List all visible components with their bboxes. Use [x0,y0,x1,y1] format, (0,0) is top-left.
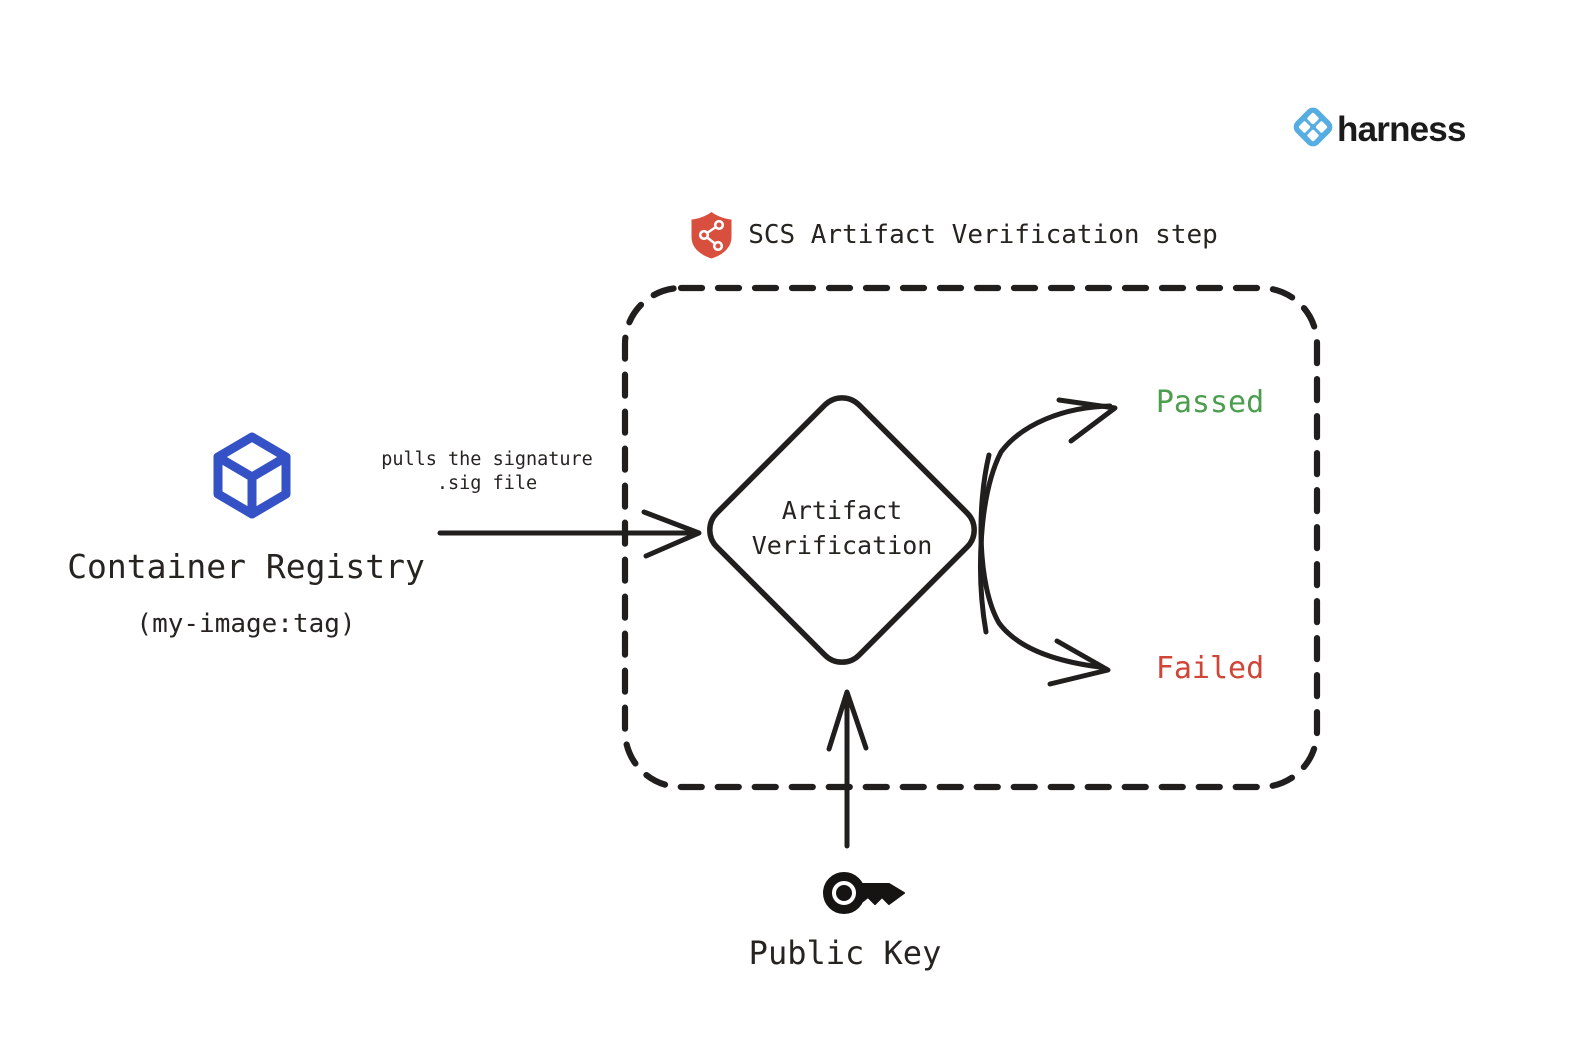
pull-edge-label-line2: .sig file [437,473,537,494]
artifact-verification-decision: Artifact Verification [707,395,977,665]
decision-label-line1: Artifact [782,496,902,525]
supply-chain-shield-icon [691,212,732,259]
harness-logo: harness [1293,107,1467,149]
step-header: SCS Artifact Verification step [691,212,1218,259]
pull-edge-label-line1: pulls the signature [381,449,593,470]
harness-wordmark: harness [1337,110,1466,149]
harness-logo-hole [1307,129,1319,142]
key-icon [823,872,905,914]
decision-diamond [707,395,977,665]
shield-graph-node [712,240,724,252]
cube-inner-edges [213,452,291,519]
outcome-failed-label: Failed [1156,651,1264,686]
shield-graph-node [698,229,710,241]
passed-branch-curve [978,403,1113,635]
key-shaft [860,883,905,905]
decision-label-line2: Verification [752,531,933,560]
harness-logo-diamond [1293,107,1333,147]
pull-signature-edge: pulls the signature .sig file [381,449,702,559]
harness-logo-hole [1315,121,1328,133]
container-cube-icon [213,432,291,519]
container-registry-node: Container Registry (my-image:tag) [67,432,425,639]
key-center-dot [836,885,852,901]
public-key-label: Public Key [749,934,942,972]
failed-branch: Failed [978,452,1264,687]
passed-branch-arrowhead [1056,397,1118,444]
outcome-passed-label: Passed [1156,385,1264,420]
passed-branch: Passed [978,385,1264,635]
step-header-title: SCS Artifact Verification step [748,220,1218,250]
shield-body [691,212,732,259]
harness-logo-hole [1298,121,1311,133]
failed-branch-arrowhead [1047,638,1111,687]
container-registry-title: Container Registry [67,547,425,586]
harness-logo-hole [1307,112,1319,125]
harness-logo-icon [1293,107,1333,147]
container-registry-subtitle: (my-image:tag) [136,609,355,639]
failed-branch-curve [978,452,1103,670]
public-key-arrowhead [826,689,869,752]
pull-edge-arrowhead [641,509,702,559]
public-key-input: Public Key [749,689,942,972]
shield-graph-node [713,219,725,231]
verification-step-boundary [621,284,1321,791]
